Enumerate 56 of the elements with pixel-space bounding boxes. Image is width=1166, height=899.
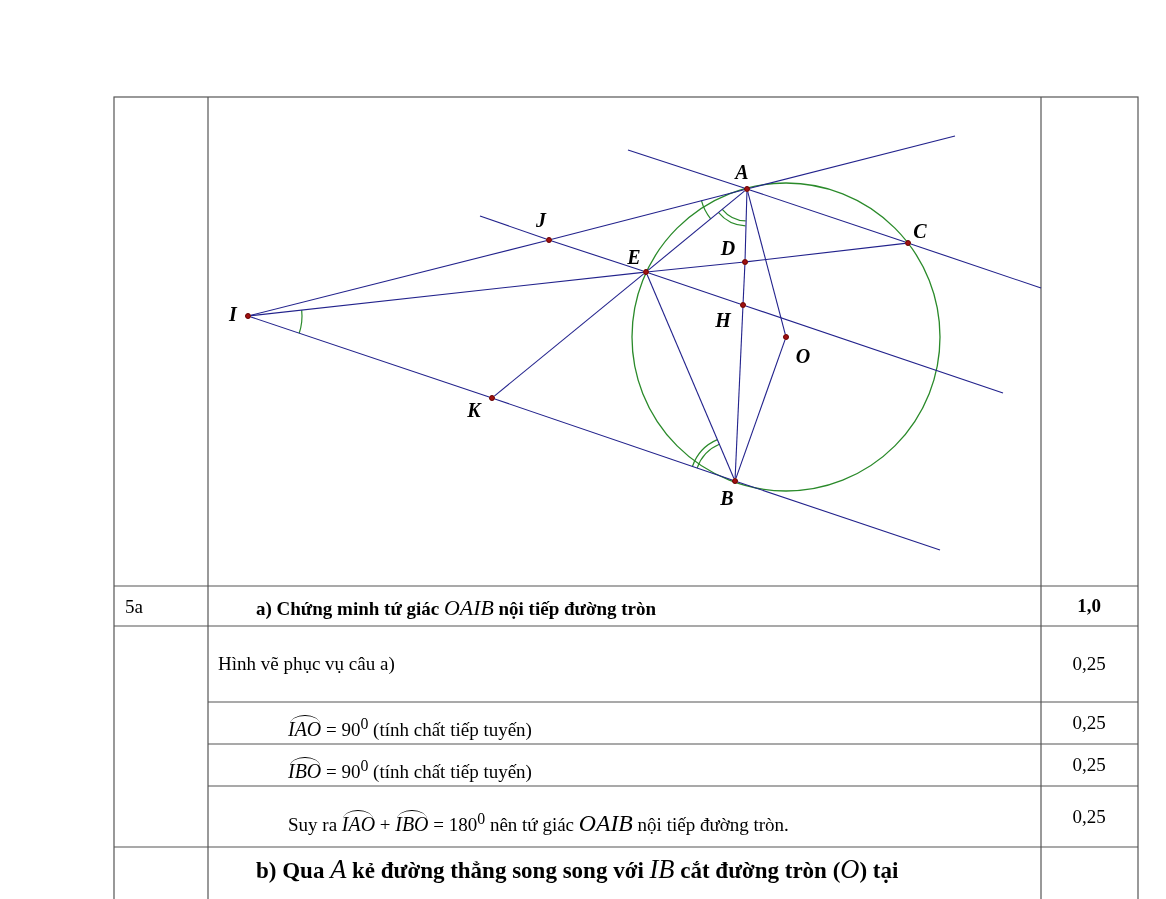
point-label: D	[720, 238, 736, 258]
point-label: I	[229, 304, 237, 324]
line-segment	[747, 191, 786, 335]
point-label: J	[536, 210, 546, 230]
line-segment	[745, 305, 1004, 394]
line-segment	[648, 261, 743, 273]
answer-text: Hình vẽ phục vụ câu a)	[218, 653, 395, 676]
answer-text: Suy ra IAO + IBO = 180$^{0}$ nên tứ giác OAIB nội tiếp đường tròn.	[288, 808, 789, 838]
line-segment	[250, 240, 547, 316]
point-dot	[742, 259, 748, 265]
line-segment	[749, 135, 956, 189]
point-label: E	[627, 247, 641, 267]
point-label: B	[720, 488, 734, 508]
point-dot	[546, 237, 552, 243]
line-segment	[648, 272, 741, 305]
point-dot	[740, 302, 746, 308]
answer-text: IAO = 90$^{0}$ (tính chất tiếp tuyến)	[288, 714, 532, 742]
score: 0,25	[1072, 653, 1106, 676]
line-segment	[737, 481, 941, 551]
point-dot	[905, 240, 911, 246]
line-segment	[910, 243, 1042, 289]
line-segment	[744, 191, 748, 260]
line-segment	[493, 273, 645, 397]
point-dot	[643, 269, 649, 275]
point-label: A	[735, 162, 749, 182]
line-segment	[734, 307, 744, 479]
line-segment	[735, 339, 786, 479]
answer-text: IBO = 90$^{0}$ (tính chất tiếp tuyến)	[288, 756, 532, 784]
line-segment	[250, 316, 490, 398]
point-dot	[732, 478, 738, 484]
point-label: C	[913, 221, 927, 241]
line-segment	[551, 240, 644, 272]
line-segment	[551, 189, 745, 240]
line-segment	[646, 274, 735, 479]
line-segment	[749, 189, 906, 243]
point-label: H	[715, 310, 731, 330]
question-heading: b) Qua A kẻ đường thẳng song song với IB cắt đường tròn (O) tại	[256, 854, 899, 886]
line-segment	[479, 215, 547, 240]
score: 0,25	[1072, 712, 1106, 735]
point-label: K	[467, 400, 481, 420]
point-dot	[783, 334, 789, 340]
row-number: 5a	[125, 596, 143, 619]
line-segment	[742, 264, 746, 303]
line-segment	[250, 271, 644, 317]
score: 0,25	[1072, 754, 1106, 777]
line-segment	[494, 398, 733, 481]
line-segment	[747, 242, 906, 263]
point-dot	[245, 313, 251, 319]
score: 0,25	[1072, 806, 1106, 829]
score: 1,0	[1077, 595, 1101, 618]
point-label: O	[795, 346, 811, 366]
question-heading: a) Chứng minh tứ giác OAIB nội tiếp đường tròn	[256, 595, 657, 622]
line-segment	[647, 190, 746, 271]
point-dot	[489, 395, 495, 401]
line-segment	[627, 149, 745, 189]
point-dot	[744, 186, 750, 192]
